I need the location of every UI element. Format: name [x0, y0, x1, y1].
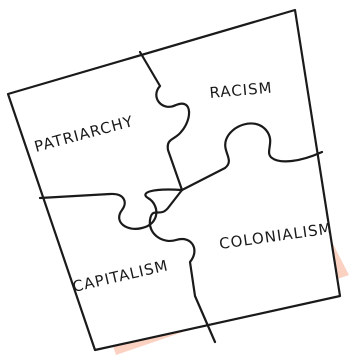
puzzle-board [8, 10, 340, 350]
seam-bottom-vertical [148, 188, 217, 344]
seam-left-horizontal [38, 188, 184, 230]
seam-right-horizontal [180, 122, 324, 192]
label-racism: RACISM [209, 79, 274, 102]
puzzle-border [6, 8, 342, 352]
seam-top-vertical [138, 50, 191, 192]
